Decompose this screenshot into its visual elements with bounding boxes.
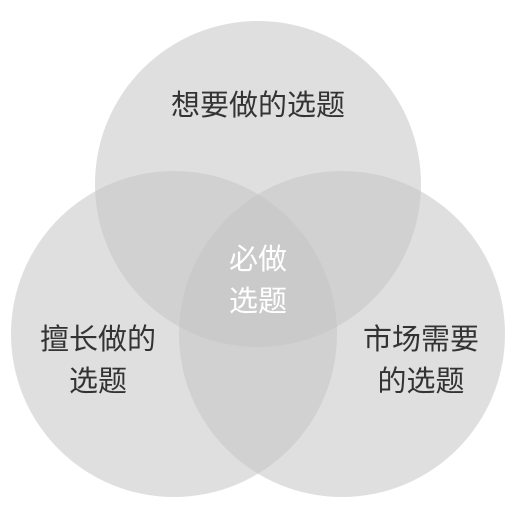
label-good-at: 擅长做的 选题 — [18, 318, 178, 402]
label-market-needs: 市场需要 的选题 — [336, 318, 506, 402]
label-market-needs-line-1: 市场需要 — [362, 322, 479, 356]
label-must-do-line-1: 必做 — [228, 242, 287, 276]
label-good-at-line-1: 擅长做的 — [39, 322, 156, 356]
label-want-to-do: 想要做的选题 — [158, 84, 358, 126]
label-must-do-line-2: 选题 — [228, 284, 287, 319]
label-good-at-line-2: 选题 — [68, 364, 127, 399]
label-must-do: 必做 选题 — [198, 238, 318, 322]
circle-market-needs — [179, 171, 505, 497]
label-want-to-do-line-1: 想要做的选题 — [170, 88, 345, 122]
label-market-needs-line-2: 的选题 — [377, 364, 465, 399]
